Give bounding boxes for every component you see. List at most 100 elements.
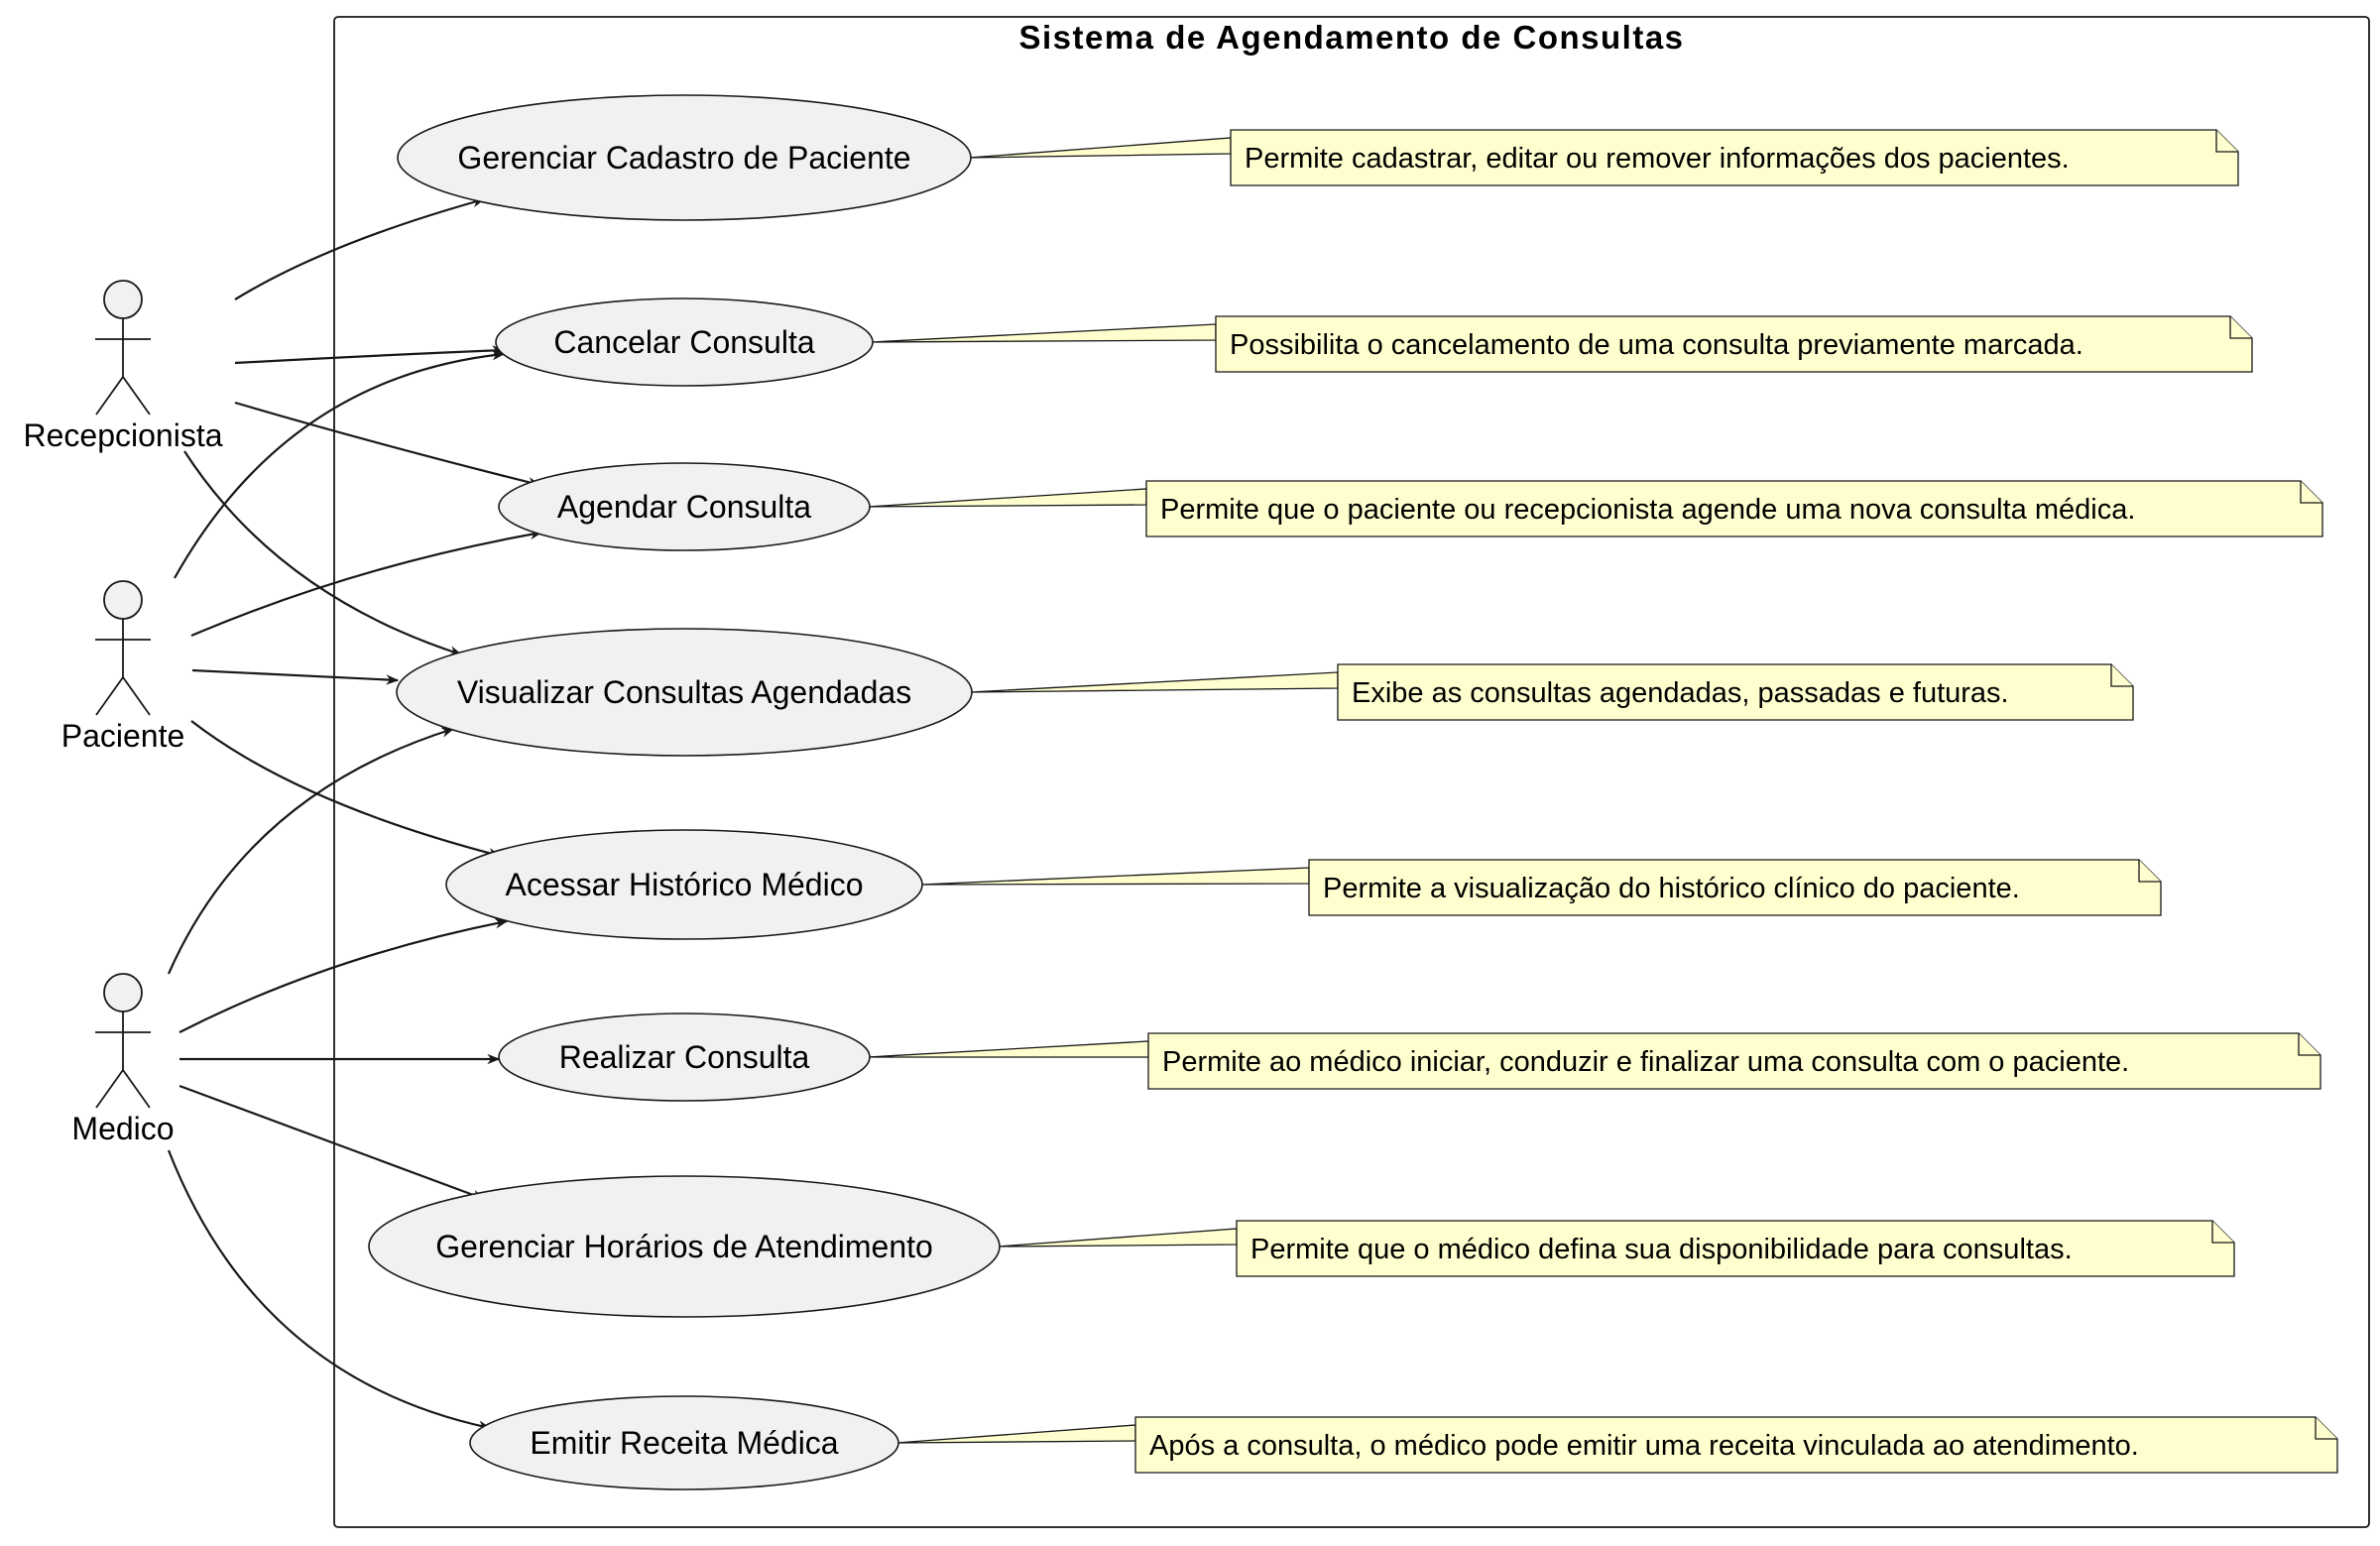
note-box bbox=[1147, 1032, 2321, 1090]
actor-label: Recepcionista bbox=[24, 417, 223, 453]
use-case-label: Gerenciar Horários de Atendimento bbox=[435, 1229, 933, 1264]
actor-label: Medico bbox=[71, 1111, 174, 1146]
system-boundary: Sistema de Agendamento de Consultas bbox=[333, 16, 2370, 1528]
note-realizar-consulta: Permite ao médico iniciar, conduzir e fi… bbox=[867, 1032, 2321, 1090]
note-box bbox=[1145, 480, 2323, 537]
use-case-ellipse[interactable] bbox=[368, 1175, 1001, 1318]
use-case-ellipse[interactable] bbox=[498, 462, 871, 551]
notes-layer: Permite cadastrar, editar ou remover inf… bbox=[867, 129, 2338, 1474]
note-text: Após a consulta, o médico pode emitir um… bbox=[1149, 1430, 2139, 1462]
note-connector bbox=[997, 1228, 1238, 1248]
actor-label: Paciente bbox=[61, 718, 185, 754]
association-paciente-to-visualizar-consultas bbox=[191, 668, 400, 685]
association-paciente-to-acessar-historico bbox=[190, 720, 502, 859]
note-text: Possibilita o cancelamento de uma consul… bbox=[1230, 329, 2083, 361]
system-title: Sistema de Agendamento de Consultas bbox=[1018, 19, 1684, 56]
actor-head bbox=[103, 280, 143, 319]
note-fold-corner bbox=[2211, 1221, 2234, 1244]
note-box bbox=[1337, 663, 2134, 721]
association-paciente-to-cancelar-consulta bbox=[174, 350, 506, 579]
note-connector bbox=[895, 1424, 1136, 1444]
note-connector bbox=[867, 1040, 1149, 1058]
use-case-ellipse[interactable] bbox=[469, 1395, 899, 1490]
note-gerenciar-cadastro: Permite cadastrar, editar ou remover inf… bbox=[968, 129, 2239, 186]
use-case-label: Realizar Consulta bbox=[559, 1039, 810, 1075]
use-case-label: Visualizar Consultas Agendadas bbox=[457, 674, 911, 710]
use-case-cancelar-consulta[interactable]: Cancelar Consulta bbox=[495, 297, 874, 387]
association-recepcionista-to-gerenciar-cadastro bbox=[234, 197, 486, 300]
note-text: Permite que o paciente ou recepcionista … bbox=[1160, 494, 2135, 526]
note-fold-corner bbox=[2315, 1417, 2337, 1440]
use-case-label: Gerenciar Cadastro de Paciente bbox=[457, 140, 910, 176]
actor-right-leg bbox=[122, 1069, 151, 1109]
use-case-ellipse[interactable] bbox=[397, 94, 972, 221]
actor-left-leg bbox=[95, 376, 124, 416]
use-case-ellipse[interactable] bbox=[495, 297, 874, 387]
use-case-label: Emitir Receita Médica bbox=[530, 1425, 838, 1461]
note-text: Permite cadastrar, editar ou remover inf… bbox=[1245, 143, 2070, 175]
note-text: Exibe as consultas agendadas, passadas e… bbox=[1352, 677, 2009, 709]
actor-right-leg bbox=[122, 376, 151, 416]
note-text: Permite que o médico defina sua disponib… bbox=[1250, 1234, 2073, 1265]
association-recepcionista-to-agendar-consulta bbox=[234, 401, 541, 488]
associations-layer bbox=[167, 197, 543, 1431]
note-fold-corner bbox=[2298, 1033, 2320, 1056]
association-medico-to-gerenciar-horarios bbox=[178, 1084, 486, 1201]
note-connector bbox=[867, 488, 1147, 508]
system-boundary-rect bbox=[333, 16, 2370, 1528]
actor-right-leg bbox=[122, 676, 151, 716]
note-acessar-historico: Permite a visualização do histórico clín… bbox=[919, 859, 2162, 916]
note-text: Permite ao médico iniciar, conduzir e fi… bbox=[1162, 1046, 2129, 1078]
use-case-label: Agendar Consulta bbox=[557, 489, 811, 525]
note-box bbox=[1230, 129, 2239, 186]
use-case-ellipse[interactable] bbox=[445, 829, 923, 940]
use-case-ellipse[interactable] bbox=[396, 628, 973, 757]
actor-left-leg bbox=[95, 1069, 124, 1109]
use-case-label: Cancelar Consulta bbox=[553, 324, 814, 360]
note-text: Permite a visualização do histórico clín… bbox=[1323, 873, 2020, 904]
use-case-gerenciar-cadastro[interactable]: Gerenciar Cadastro de Paciente bbox=[397, 94, 972, 221]
note-box bbox=[1134, 1416, 2338, 1474]
note-visualizar-consultas: Exibe as consultas agendadas, passadas e… bbox=[969, 663, 2134, 721]
association-paciente-to-agendar-consulta bbox=[190, 529, 543, 638]
association-medico-to-visualizar-consultas bbox=[167, 727, 455, 975]
association-recepcionista-to-cancelar-consulta bbox=[234, 345, 506, 365]
association-recepcionista-to-visualizar-consultas bbox=[183, 450, 463, 656]
note-fold-corner bbox=[2229, 316, 2252, 339]
use-case-visualizar-consultas[interactable]: Visualizar Consultas Agendadas bbox=[396, 628, 973, 757]
note-fold-corner bbox=[2300, 481, 2322, 504]
use-case-acessar-historico[interactable]: Acessar Histórico Médico bbox=[445, 829, 923, 940]
use-case-label: Acessar Histórico Médico bbox=[506, 867, 864, 902]
use-case-gerenciar-horarios[interactable]: Gerenciar Horários de Atendimento bbox=[368, 1175, 1001, 1318]
note-emitir-receita: Após a consulta, o médico pode emitir um… bbox=[895, 1416, 2338, 1474]
note-connector bbox=[919, 867, 1310, 886]
actor-paciente[interactable]: Paciente bbox=[61, 580, 185, 754]
note-connector bbox=[968, 137, 1232, 159]
note-gerenciar-horarios: Permite que o médico defina sua disponib… bbox=[997, 1220, 2235, 1277]
note-fold-corner bbox=[2138, 860, 2161, 883]
use-case-realizar-consulta[interactable]: Realizar Consulta bbox=[498, 1012, 871, 1102]
actor-left-leg bbox=[95, 676, 124, 716]
actor-medico[interactable]: Medico bbox=[71, 973, 175, 1146]
note-box bbox=[1215, 315, 2253, 373]
note-fold-corner bbox=[2215, 130, 2238, 153]
note-box bbox=[1236, 1220, 2235, 1277]
use-case-emitir-receita[interactable]: Emitir Receita Médica bbox=[469, 1395, 899, 1490]
note-connector bbox=[870, 323, 1217, 343]
actor-head bbox=[103, 973, 143, 1012]
note-cancelar-consulta: Possibilita o cancelamento de uma consul… bbox=[870, 315, 2253, 373]
note-connector bbox=[969, 671, 1339, 693]
use-case-agendar-consulta[interactable]: Agendar Consulta bbox=[498, 462, 871, 551]
association-medico-to-emitir-receita bbox=[167, 1149, 492, 1431]
note-agendar-consulta: Permite que o paciente ou recepcionista … bbox=[867, 480, 2323, 537]
note-box bbox=[1308, 859, 2162, 916]
actor-recepcionista[interactable]: Recepcionista bbox=[24, 280, 223, 453]
association-medico-to-acessar-historico bbox=[178, 918, 509, 1033]
note-fold-corner bbox=[2110, 664, 2133, 687]
use-case-ellipse[interactable] bbox=[498, 1012, 871, 1102]
actor-head bbox=[103, 580, 143, 620]
